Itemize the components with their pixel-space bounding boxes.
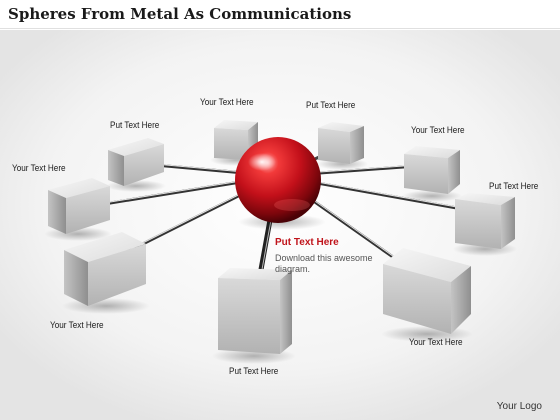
cube-side (88, 244, 146, 306)
node-label: Your Text Here (50, 320, 104, 331)
node-label: Put Text Here (306, 100, 356, 111)
cube-top (404, 146, 460, 158)
cube-front (404, 154, 448, 194)
node-cube (62, 232, 150, 314)
node-label: Put Text Here (110, 120, 160, 131)
cube-top (64, 232, 146, 262)
cube-shadow (62, 298, 150, 314)
cube-top (383, 248, 471, 282)
node-label: Your Text Here (12, 163, 66, 174)
footer-logo: Your Logo (496, 401, 542, 412)
cube-top (48, 178, 110, 198)
cube-side (66, 186, 110, 234)
cube-side (280, 270, 292, 354)
hub-shine (248, 153, 276, 171)
node-label: Your Text Here (411, 125, 465, 136)
cube-front (214, 128, 248, 160)
cube-top (318, 122, 364, 132)
page-title: Spheres From Metal As Communications (8, 5, 352, 23)
hub-reflection (274, 199, 310, 211)
node-label: Put Text Here (229, 366, 279, 377)
node-cube (381, 248, 473, 342)
cube-top (218, 268, 292, 280)
node-cube (44, 178, 112, 241)
cube-front (48, 190, 66, 234)
cube-top (214, 120, 258, 130)
node-cube (212, 268, 296, 364)
node-label: Put Text Here (489, 181, 539, 192)
title-divider (0, 28, 560, 29)
cube-top (455, 193, 515, 205)
cube-front (218, 278, 280, 354)
cube-top (108, 138, 164, 156)
callout-body: Download this awesome diagram. (275, 253, 373, 274)
node-label: Your Text Here (200, 97, 254, 108)
cube-side (451, 266, 471, 334)
node-cube (316, 122, 368, 170)
node-cube (106, 138, 166, 192)
cube-side (448, 150, 460, 194)
cube-side (124, 144, 164, 186)
cube-front (64, 250, 88, 306)
cube-front (383, 264, 451, 334)
node-label: Your Text Here (409, 337, 463, 348)
callout-title: Put Text Here (275, 237, 339, 248)
node-cube (402, 146, 462, 202)
cube-side (350, 126, 364, 164)
cube-front (108, 150, 124, 186)
node-cube (453, 193, 517, 256)
cube-front (455, 199, 501, 249)
hub-sphere (235, 137, 321, 223)
cube-front (318, 128, 350, 164)
cube-side (501, 197, 515, 249)
